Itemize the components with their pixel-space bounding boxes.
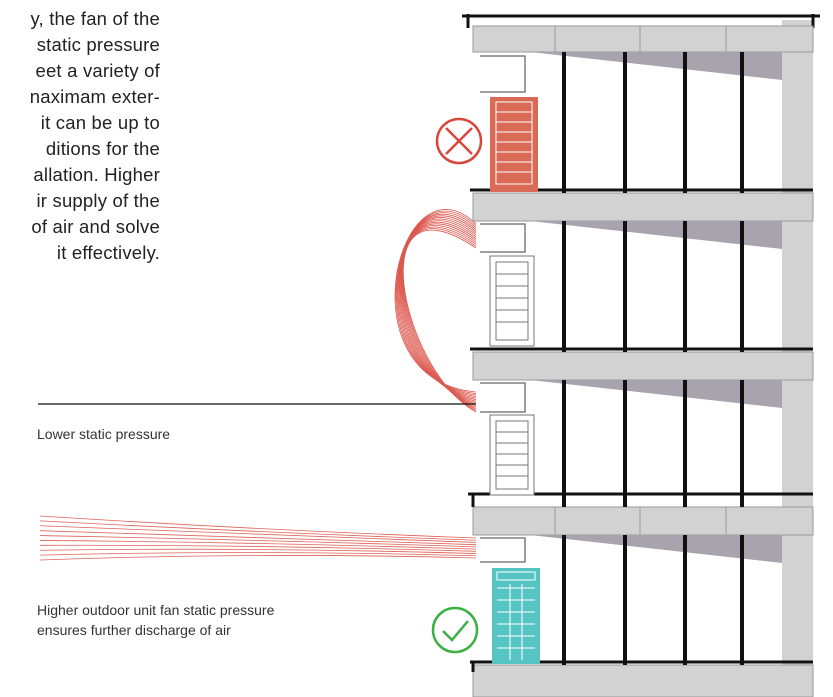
airflow-line xyxy=(39,525,477,543)
outdoor-unit xyxy=(489,414,535,496)
intro-line: naximam exter- xyxy=(29,86,160,107)
airflow-line xyxy=(39,535,477,548)
airflow-line xyxy=(39,515,477,539)
unit-brackets xyxy=(480,55,526,563)
intro-line: of air and solve xyxy=(31,216,160,237)
intro-line: ir supply of the xyxy=(36,190,160,211)
airflow-lines-high-pressure xyxy=(39,515,477,561)
airflow-line xyxy=(39,552,477,557)
airflow-line xyxy=(39,540,477,550)
airflow-line xyxy=(39,548,477,554)
outdoor-unit-good xyxy=(492,568,540,664)
intro-text: y, the fan of the static pressure eet a … xyxy=(0,6,160,266)
airflow-arc xyxy=(398,217,477,401)
airflow-arc xyxy=(402,228,477,411)
cross-circle-icon xyxy=(435,117,483,165)
outdoor-unit xyxy=(489,255,535,347)
airflow-arc xyxy=(402,229,477,413)
higher-static-pressure-label: Higher outdoor unit fan static pressure … xyxy=(37,600,274,640)
airflow-line xyxy=(39,555,477,561)
lower-static-pressure-label: Lower static pressure xyxy=(37,426,171,442)
intro-line: it effectively. xyxy=(56,242,160,263)
window-mullions xyxy=(562,52,744,665)
ceiling-shadows xyxy=(530,52,782,563)
outdoor-unit-bad xyxy=(490,97,538,192)
airflow-arc xyxy=(401,225,477,408)
intro-line: y, the fan of the xyxy=(30,8,160,29)
intro-line: static pressure xyxy=(36,34,160,55)
airflow-line xyxy=(39,520,477,541)
airflow-arcs-low-pressure xyxy=(394,208,477,413)
intro-line: allation. Higher xyxy=(33,164,160,185)
airflow-arc xyxy=(398,215,477,399)
intro-line: it can be up to xyxy=(40,112,160,133)
airflow-arc xyxy=(399,218,477,402)
intro-line: ditions for the xyxy=(45,138,160,159)
higher-label-line2: ensures further discharge of air xyxy=(37,622,231,638)
floor-slabs xyxy=(472,25,814,697)
higher-label-line1: Higher outdoor unit fan static pressure xyxy=(37,602,275,618)
airflow-line xyxy=(39,530,477,546)
check-circle-icon xyxy=(431,606,479,654)
intro-line: eet a variety of xyxy=(35,60,160,81)
airflow-line xyxy=(39,544,477,552)
